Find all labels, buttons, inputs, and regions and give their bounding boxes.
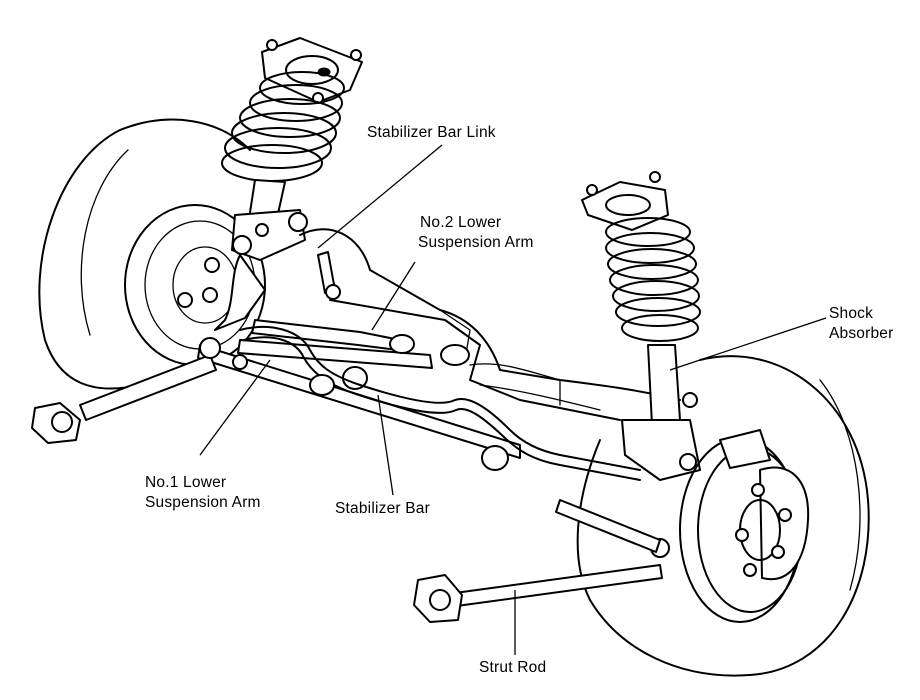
no1-lower-suspension-arm [31, 337, 521, 459]
label-no2-lower-arm-line1: No.2 Lower [420, 214, 502, 231]
label-shock-absorber-line2: Absorber [829, 325, 894, 342]
stabilizer-bar [239, 326, 641, 481]
left-strut-assembly [214, 37, 363, 331]
no2-lower-suspension-arm [237, 251, 470, 390]
right-strut-assembly [581, 171, 701, 481]
strut-rod [413, 499, 670, 623]
label-no1-lower-arm-line1: No.1 Lower [145, 474, 227, 491]
label-stabilizer-bar-link: Stabilizer Bar Link [367, 124, 496, 141]
left-wheel [38, 118, 266, 390]
label-strut-rod: Strut Rod [479, 659, 547, 676]
right-wheel [576, 355, 870, 677]
leader-lines [199, 144, 827, 655]
label-shock-absorber-line1: Shock [829, 305, 874, 322]
label-no2-lower-arm-line2: Suspension Arm [418, 234, 534, 251]
label-stabilizer-bar: Stabilizer Bar [335, 500, 430, 517]
label-no1-lower-arm-line2: Suspension Arm [145, 494, 261, 511]
